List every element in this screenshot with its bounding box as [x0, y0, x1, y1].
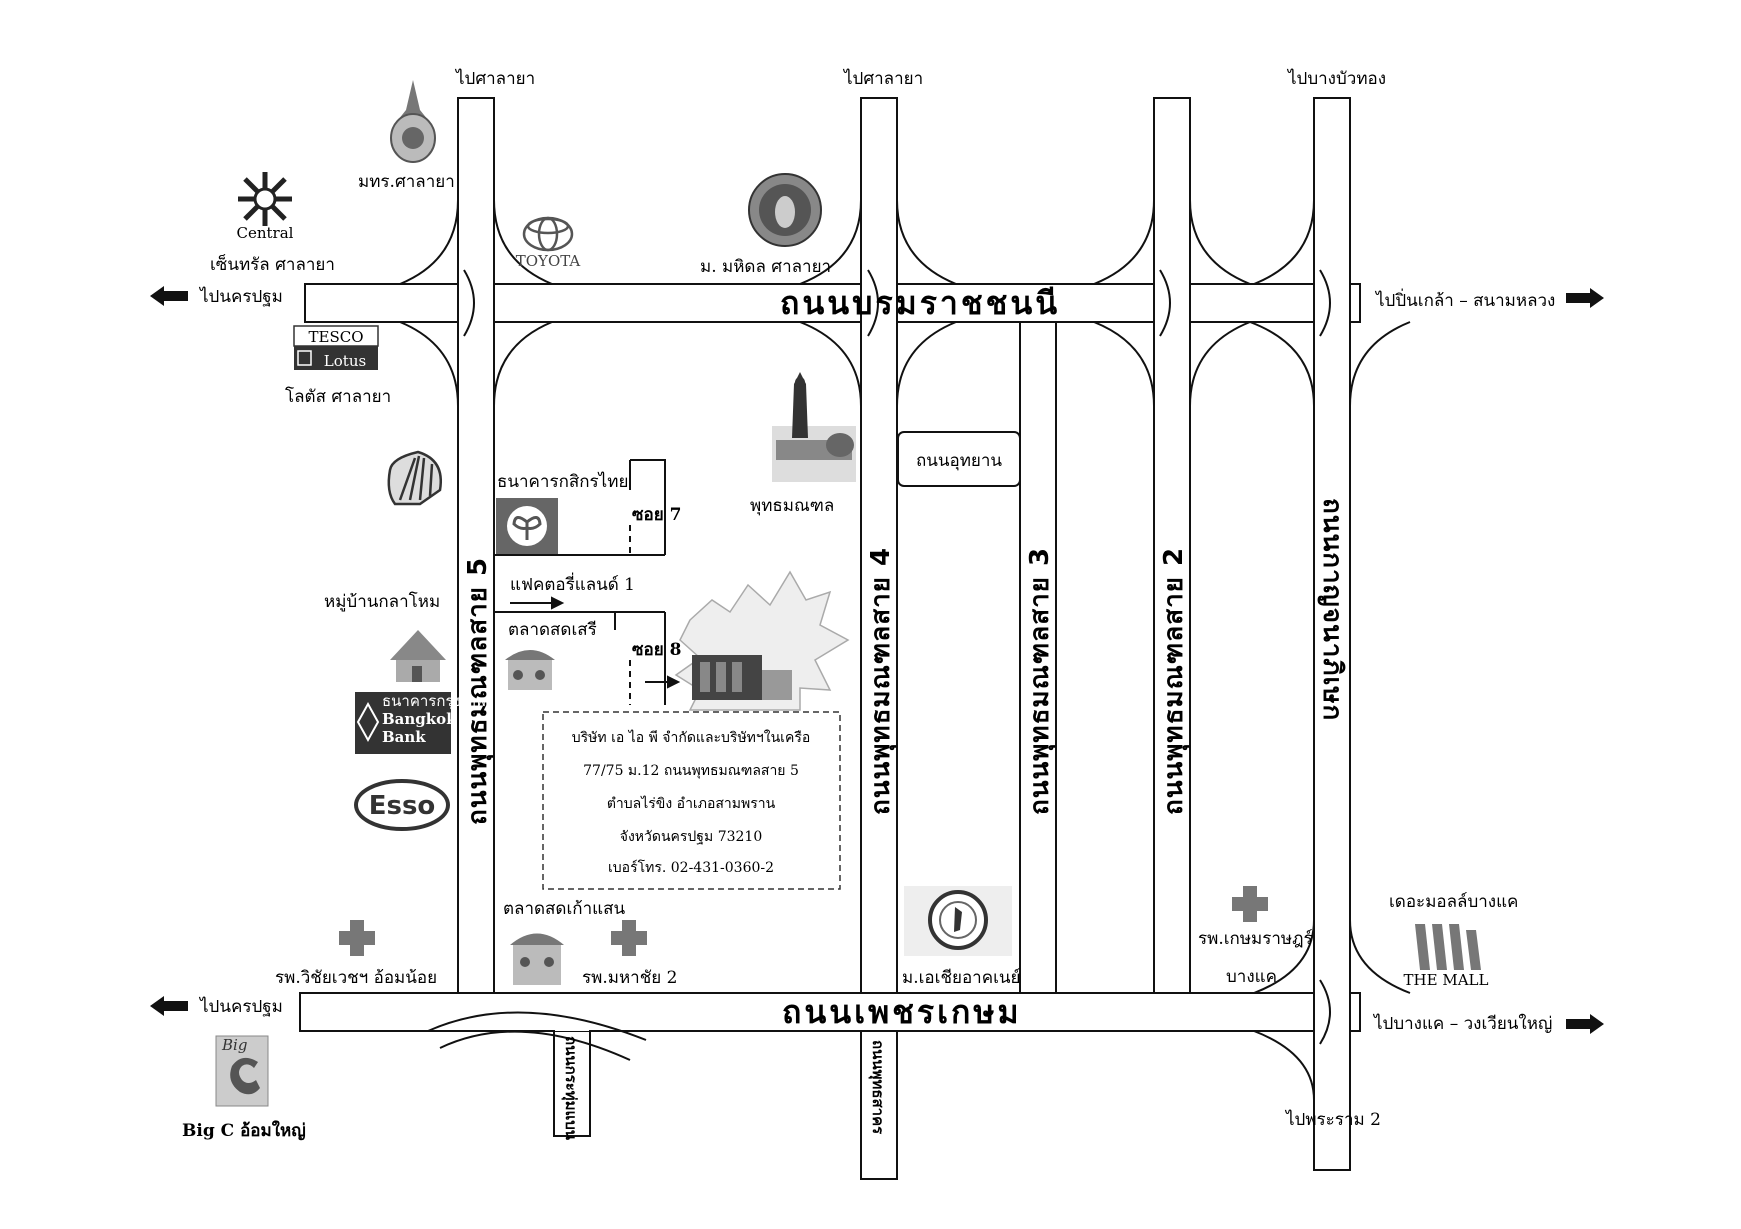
direction-salaya-1: ไปศาลายา [454, 68, 535, 89]
soi7-label: ซอย 7 [632, 505, 681, 525]
road-3 [1019, 321, 1057, 994]
toyota-logo-icon [522, 216, 574, 252]
bangkok-bank-logo-icon [355, 692, 451, 754]
market-stall-icon [505, 650, 555, 690]
arrow-left-icon [150, 996, 188, 1016]
arrow-right-icon [1566, 1014, 1604, 1034]
direction-salaya-2: ไปศาลายา [842, 68, 923, 89]
address-line-5: เบอร์โทร. 02-431-0360-2 [608, 859, 774, 876]
hospital-cross-icon [1232, 886, 1268, 922]
esso-logo-text: Esso [369, 791, 436, 821]
road-4 [860, 97, 898, 994]
address-line-2: 77/75 ม.12 ถนนพุทธมณฑลสาย 5 [583, 763, 799, 779]
road-2-label: ถนนพุทธมณฑลสาย 2 [1159, 547, 1190, 815]
arrow-left-icon [150, 286, 188, 306]
central-logo-icon [238, 172, 292, 226]
route-arrow-icon [510, 596, 681, 689]
the-mall-label: เดอะมอลล์บางแค [1389, 892, 1518, 912]
asia-univ-label: ม.เอเชียอาคเนย์ [902, 968, 1020, 988]
hosp-mahachai-label: รพ.มหาชัย 2 [582, 968, 677, 988]
central-logo-text: Central [237, 224, 294, 242]
lotus-logo-text: Lotus [324, 352, 366, 370]
the-mall-logo-icon [1415, 924, 1481, 970]
market-stall-icon [510, 933, 564, 985]
direction-west-south: ไปนครปฐม [198, 996, 283, 1017]
address-line-1: บริษัท เอ ไอ พี จำกัดและบริษัทฯในเครือ [572, 729, 811, 746]
phuttasakhon-label: ถนนพุทธสาคร [868, 1040, 887, 1135]
kasikorn-logo-icon [496, 498, 558, 554]
kanchana-label: ถนนกาญจนาภิเษก [1317, 498, 1347, 721]
bigc-logo-text: Big [221, 1036, 247, 1054]
road-5-label: ถนนพุทธมณฑลสาย 5 [463, 557, 494, 825]
north-main-road-label: ถนนบรมราชชนนี [780, 284, 1060, 322]
direction-west-north: ไปนครปฐม [198, 286, 283, 307]
hosp-wichai-label: รพ.วิชัยเวชฯ อ้อมน้อย [275, 968, 437, 988]
utthayan-label: ถนนอุทยาน [916, 451, 1002, 471]
market-seri-label: ตลาดสดเสรี [508, 620, 597, 640]
arrow-right-icon [1566, 288, 1604, 308]
soi8-label: ซอย 8 [632, 640, 681, 660]
hospital-cross-icon [611, 920, 647, 956]
rmutr-label: มทร.ศาลายา [358, 172, 455, 192]
direction-rama2: ไปพระราม 2 [1284, 1109, 1381, 1130]
address-line-3: ตำบลไร่ขิง อำเภอสามพราน [607, 795, 776, 812]
shell-logo-icon [387, 450, 442, 506]
utthayan-road [897, 431, 1021, 487]
tesco-logo-text: TESCO [308, 328, 363, 346]
phutthamonthon-label: พุทธมณฑล [750, 496, 834, 516]
factory-land-label: แฟคตอรี่แลนด์ 1 [510, 572, 635, 595]
rmutr-crest-icon [390, 80, 436, 163]
bangkok-bank-thai: ธนาคารกรุงเทพ [382, 692, 486, 711]
mahidol-label: ม. มหิดล ศาลายา [700, 257, 831, 277]
south-main-road-label: ถนนเพชรเกษม [782, 993, 1022, 1031]
lotus-label: โลตัส ศาลายา [285, 386, 391, 407]
road-2 [1153, 97, 1191, 994]
buddha-statue-icon [772, 372, 856, 482]
direction-east-north: ไปปิ่นเกล้า – สนามหลวง [1374, 288, 1555, 311]
address-line-4: จังหวัดนครปฐม 73210 [620, 829, 763, 845]
bigc-label: Big C อ้อมใหญ่ [182, 1120, 306, 1141]
hosp-kasem-label: รพ.เกษมราษฎร์ [1198, 929, 1313, 949]
mahidol-seal-icon [748, 173, 822, 247]
company-building-icon [674, 570, 850, 711]
road-5 [457, 97, 495, 994]
road-4-label: ถนนพุทธมณฑลสาย 4 [866, 547, 897, 815]
tesco-lotus-logo-icon [293, 325, 379, 370]
toyota-logo-text: TOYOTA [516, 252, 581, 270]
hospital-cross-icon [339, 920, 375, 956]
address-box [542, 711, 841, 890]
krathum-label: ถนนกระทุ่มแบน [561, 1036, 580, 1141]
the-mall-logo-text: THE MALL [1404, 971, 1489, 989]
road-3-label: ถนนพุทธมณฑลสาย 3 [1025, 547, 1056, 815]
bangkok-bank-text-1: Bangkok [382, 710, 457, 728]
road-phuttasakhon [860, 1030, 898, 1180]
market-kaosaen-label: ตลาดสดเก้าแสน [503, 899, 625, 919]
village-house-icon [390, 630, 446, 682]
central-label: เซ็นทรัล ศาลายา [210, 253, 335, 275]
bangkok-bank-text-2: Bank [382, 728, 426, 746]
village-label: หมู่บ้านกลาโหม [324, 591, 440, 612]
asia-univ-seal-icon [904, 886, 1012, 956]
direction-bangbuathong: ไปบางบัวทอง [1286, 68, 1386, 89]
bigc-logo-icon [215, 1035, 269, 1107]
kasikorn-label: ธนาคารกสิกรไทย [497, 471, 628, 492]
bangkhae-label: บางแค [1226, 967, 1277, 987]
direction-east-south: ไปบางแค – วงเวียนใหญ่ [1372, 1013, 1552, 1034]
esso-logo-icon [354, 779, 450, 831]
road-kanchana [1313, 97, 1351, 1171]
